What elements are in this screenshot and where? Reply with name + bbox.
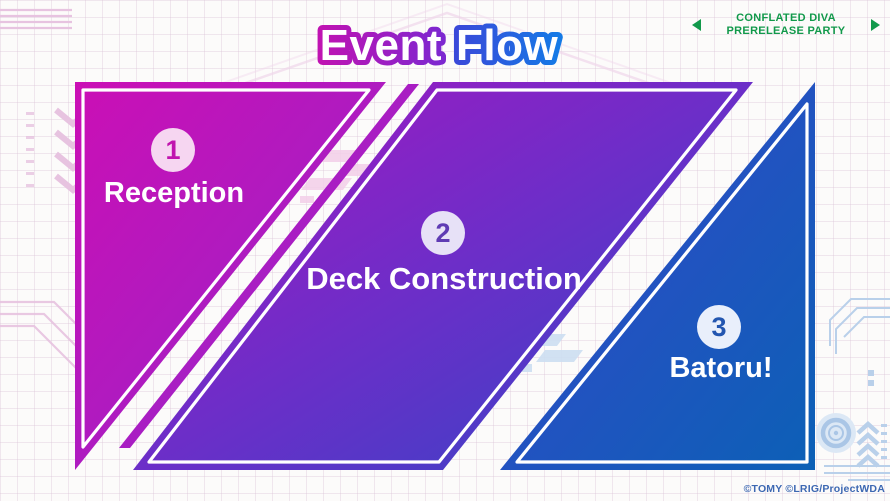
- circuit-ring-icon: [816, 413, 856, 453]
- event-name-line1: CONFLATED DIVA: [736, 12, 836, 24]
- event-name-badge: CONFLATED DIVA PRERELEASE PARTY: [692, 8, 880, 42]
- step2-label: Deck Construction: [306, 261, 582, 296]
- step3-number-badge: 3: [697, 305, 741, 349]
- diagonal-stripe: [119, 84, 419, 448]
- event-name-text: CONFLATED DIVA PRERELEASE PARTY: [708, 12, 864, 38]
- chevrons-up-icon: [856, 420, 880, 468]
- right-triangle-icon: [871, 19, 880, 31]
- step3-shape: [500, 82, 815, 470]
- step2-shape: [133, 82, 753, 470]
- step1-label: Reception: [103, 177, 245, 209]
- tick-column: [26, 112, 34, 187]
- step1-shape: [75, 82, 386, 470]
- title-word-event: Event: [320, 21, 442, 70]
- background-chevron-lines: [185, 2, 709, 98]
- step1-number-badge: 1: [151, 128, 195, 172]
- left-triangle-icon: [692, 19, 701, 31]
- title-word-flow: Flow: [456, 21, 558, 70]
- copyright-notice: ©TOMY ©LRIG/ProjectWDA: [743, 483, 885, 495]
- step3-label: Batoru!: [669, 352, 773, 384]
- circuit-decoration-bottom-right: [816, 298, 890, 481]
- event-name-line2: PRERELEASE PARTY: [726, 25, 846, 37]
- page-title: Event Flow: [315, 16, 563, 75]
- step2-number-badge: 2: [421, 211, 465, 255]
